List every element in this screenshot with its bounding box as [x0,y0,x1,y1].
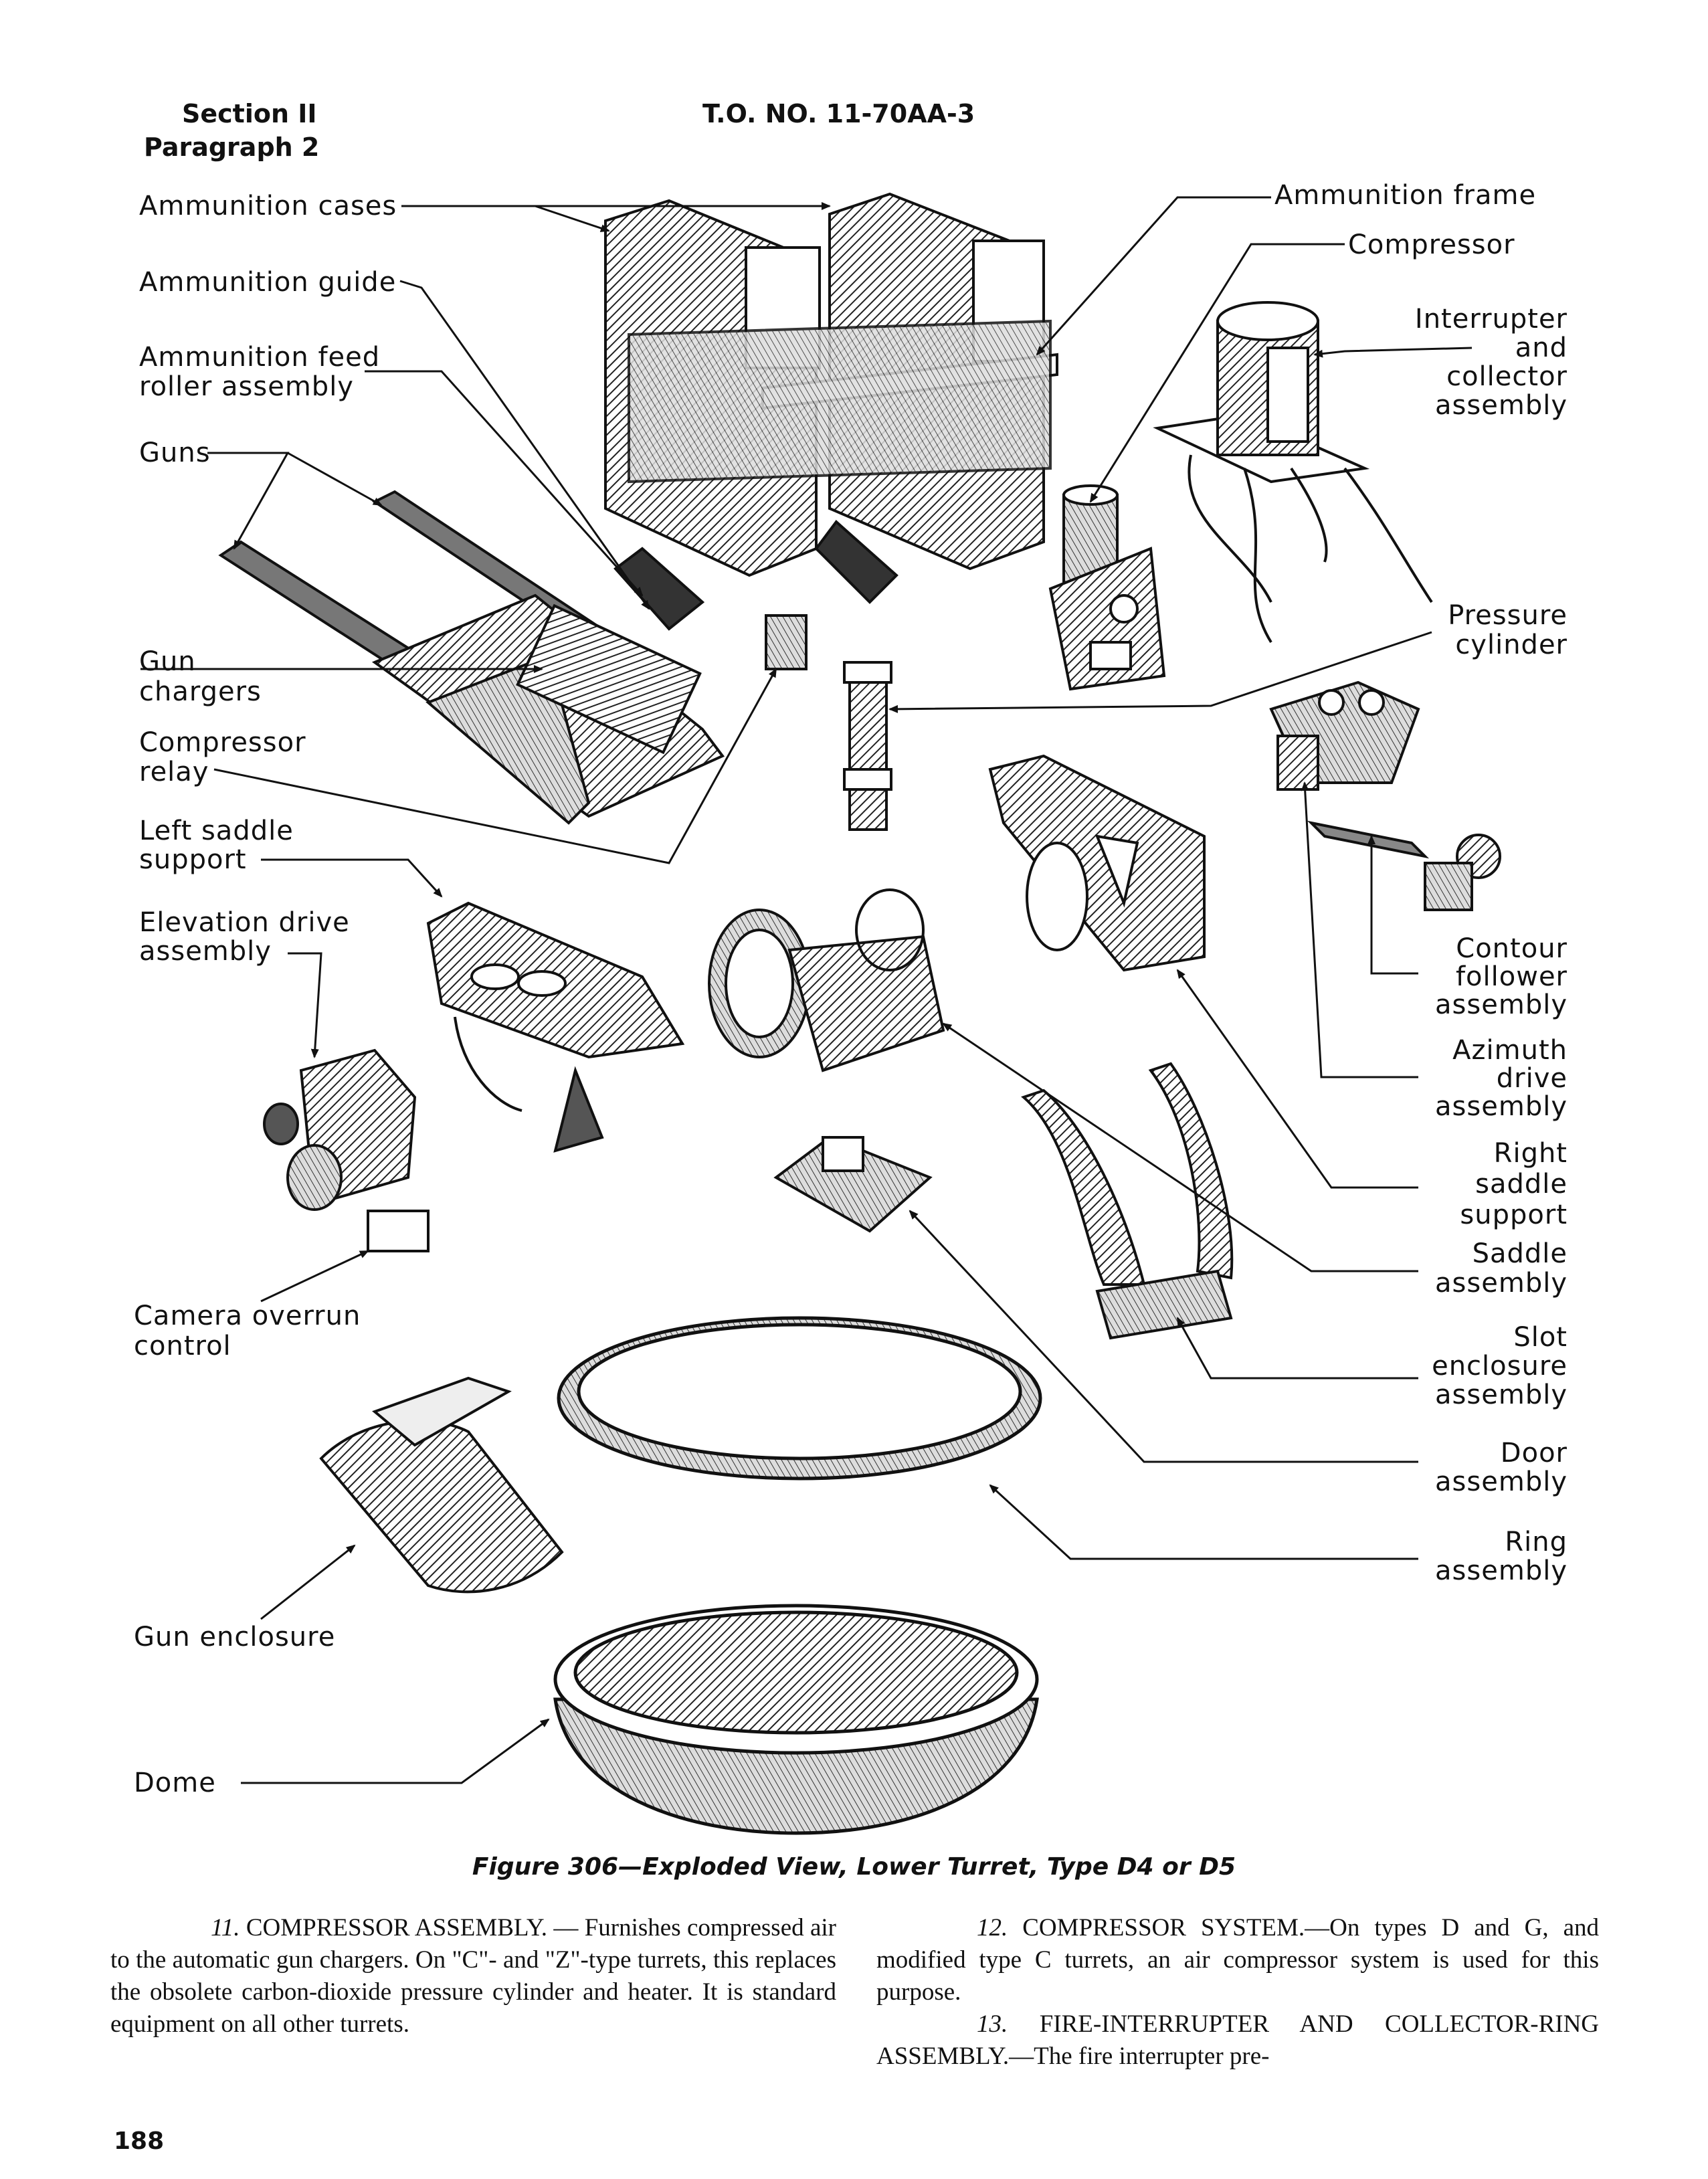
label-saddle-assembly-line2: assembly [1435,1268,1568,1299]
label-gun-enclosure: Gun enclosure [134,1622,336,1652]
label-contour-follower-line1: Contour [1456,933,1568,964]
label-compressor-relay-line2: relay [139,757,209,787]
label-slot-enclosure-line3: assembly [1435,1380,1568,1410]
interrupter-collector-drawing [1153,301,1433,644]
figure-caption: Figure 306—Exploded View, Lower Turret, … [472,1853,1236,1881]
section-heading: Section II [182,99,317,128]
label-right-saddle-line2: saddle [1475,1169,1568,1200]
label-door-assembly-line1: Door [1500,1438,1568,1469]
compressor-relay-drawing [765,614,892,831]
label-elevation-drive-line2: assembly [139,936,272,967]
paragraph-11: 11. COMPRESSOR ASSEMBLY. — Furnishes com… [110,1912,836,2041]
paragraph-12: 12. COMPRESSOR SYSTEM.—On types D and G,… [876,1912,1599,2008]
label-azimuth-drive-line2: drive [1496,1063,1568,1094]
paragraph-13: 13. FIRE-INTERRUPTER AND COLLECTOR-RING … [876,2008,1599,2073]
label-saddle-assembly-line1: Saddle [1472,1238,1568,1269]
door-assembly-drawing [773,1135,933,1233]
label-azimuth-drive-line1: Azimuth [1452,1035,1568,1066]
label-camera-overrun-line1: Camera overrun [134,1301,361,1331]
label-ring-assembly-line2: assembly [1435,1555,1568,1586]
dome-drawing [553,1604,1039,1835]
to-number: T.O. NO. 11-70AA-3 [702,99,975,128]
guns-drawing [218,490,725,825]
label-door-assembly-line2: assembly [1435,1466,1568,1497]
label-azimuth-drive-line3: assembly [1435,1091,1568,1122]
label-interrupter-line1: Interrupter [1414,304,1568,335]
label-dome: Dome [134,1768,216,1798]
label-compressor: Compressor [1348,229,1515,260]
ammunition-cases-drawing [604,192,1058,631]
body-column-right: 12. COMPRESSOR SYSTEM.—On types D and G,… [876,1912,1599,2073]
label-compressor-relay-line1: Compressor [139,727,306,758]
paragraph-12-text: COMPRESSOR SYSTEM.—On types D and G, and… [876,1914,1600,2006]
ring-assembly-drawing [557,1316,1042,1481]
label-left-saddle-line2: support [139,844,247,875]
label-interrupter-line4: assembly [1435,390,1568,421]
label-ammunition-feed-line2: roller assembly [139,371,354,402]
label-slot-enclosure-line1: Slot [1513,1322,1568,1353]
gun-enclosure-drawing [319,1376,564,1594]
label-right-saddle-line1: Right [1493,1138,1568,1169]
paragraph-13-text: FIRE-INTERRUPTER AND COLLECTOR-RING ASSE… [876,2010,1600,2070]
label-interrupter-line3: collector [1446,361,1568,392]
saddle-assembly-drawing [708,888,945,1072]
label-slot-enclosure-line2: enclosure [1432,1351,1568,1382]
paragraph-11-number: 11. [211,1914,240,1941]
label-gun-chargers-line2: chargers [139,676,262,707]
label-left-saddle-line1: Left saddle [139,816,294,846]
label-ring-assembly-line1: Ring [1505,1527,1568,1557]
label-pressure-cylinder-line1: Pressure [1448,600,1568,631]
slot-enclosure-drawing [1021,1062,1234,1340]
label-camera-overrun-line2: control [134,1331,231,1361]
label-ammunition-guide: Ammunition guide [139,267,397,298]
label-contour-follower-line2: follower [1455,961,1568,992]
left-saddle-support-drawing [426,901,685,1153]
paragraph-11-text: COMPRESSOR ASSEMBLY. — Furnishes compres… [110,1914,836,2038]
leader-lines [140,202,831,1784]
label-elevation-drive-line1: Elevation drive [139,907,350,938]
paragraph-heading: Paragraph 2 [144,132,320,162]
label-pressure-cylinder-line2: cylinder [1455,630,1568,660]
label-contour-follower-line3: assembly [1435,989,1568,1020]
body-column-left: 11. COMPRESSOR ASSEMBLY. — Furnishes com… [110,1912,836,2041]
label-gun-chargers-line1: Gun [139,646,196,677]
label-interrupter-line2: and [1515,333,1568,363]
azimuth-drive-drawing [1269,680,1501,911]
label-ammunition-frame: Ammunition frame [1274,180,1537,211]
label-right-saddle-line3: support [1460,1200,1568,1230]
right-saddle-support-drawing [988,754,1206,972]
paragraph-12-number: 12. [977,1914,1008,1941]
paragraph-13-number: 13. [977,2010,1008,2038]
compressor-drawing [1048,484,1166,691]
elevation-drive-drawing [263,1048,430,1252]
label-guns: Guns [139,438,211,468]
leader-lines-right [888,196,1473,1560]
page-number: 188 [114,2127,165,2155]
label-ammunition-feed-line1: Ammunition feed [139,342,381,373]
label-ammunition-cases: Ammunition cases [139,191,397,221]
